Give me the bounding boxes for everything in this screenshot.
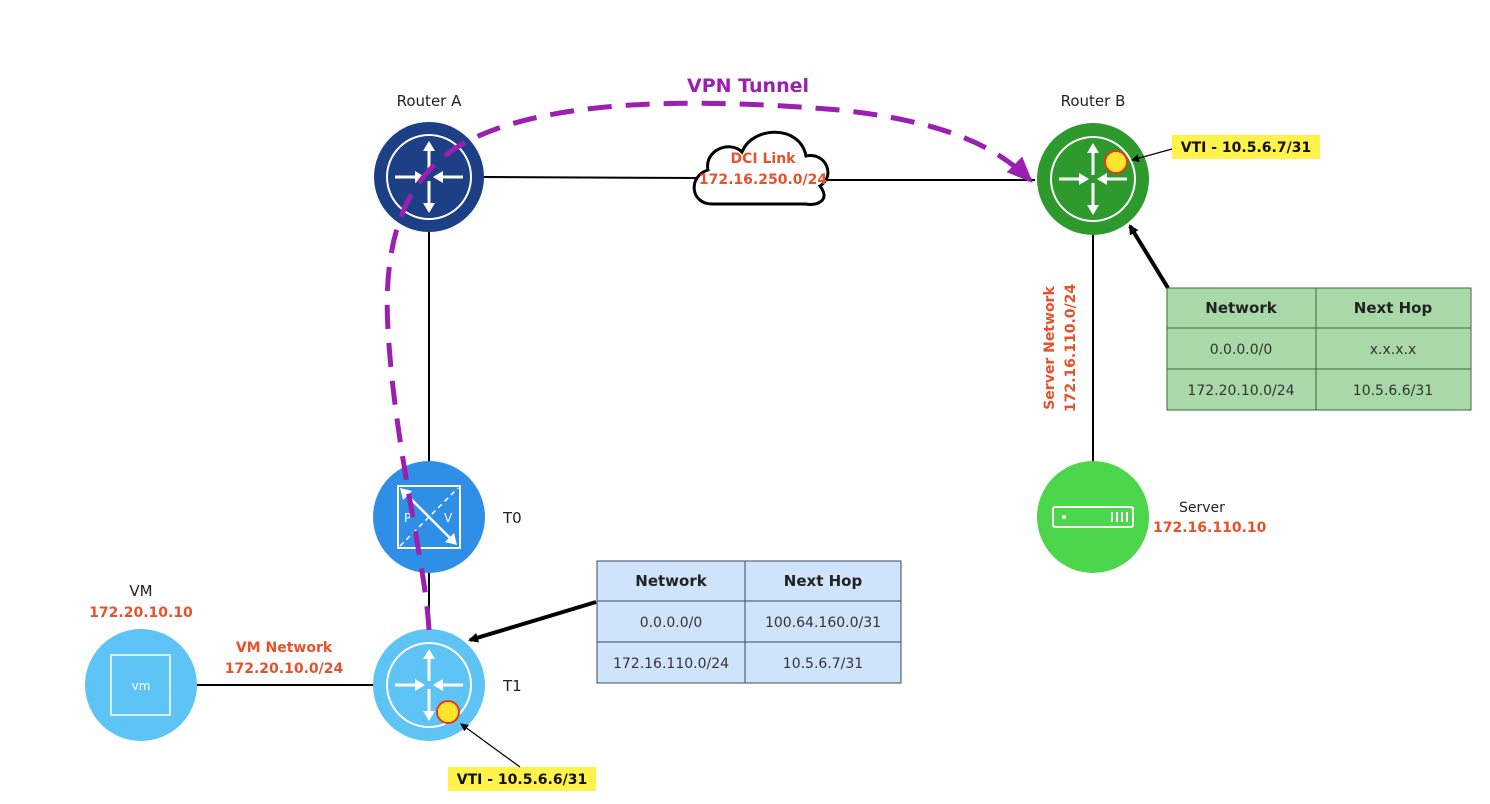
vti-label-t1: VTI - 10.5.6.6/31: [448, 767, 596, 791]
dci-link-name: DCI Link: [731, 151, 797, 167]
t0-gateway[interactable]: P V: [373, 461, 485, 573]
table-cell: 172.20.10.0/24: [1187, 383, 1294, 399]
t0-letter-left: P: [404, 511, 411, 525]
server-ip: 172.16.110.10: [1153, 520, 1267, 536]
server-network-name: Server Network: [1042, 286, 1058, 410]
table-cell: x.x.x.x: [1370, 342, 1417, 358]
router-a[interactable]: [374, 122, 484, 232]
t1-gateway[interactable]: [373, 629, 485, 741]
server-label: Server: [1179, 500, 1225, 516]
table-header: Network: [635, 572, 707, 590]
vpn-tunnel-path: [384, 100, 1033, 631]
server-node[interactable]: [1037, 461, 1149, 573]
route-table-t1: Network Next Hop 0.0.0.0/0 100.64.160.0/…: [596, 560, 902, 684]
route-table-router-b: Network Next Hop 0.0.0.0/0 x.x.x.x 172.2…: [1166, 287, 1472, 411]
server-icon: [1052, 506, 1134, 528]
vm-network-subnet: 172.20.10.0/24: [225, 661, 344, 677]
vti-endpoint-router-b: [1104, 150, 1128, 174]
vm-node[interactable]: vm: [85, 629, 197, 741]
router-b[interactable]: [1037, 123, 1149, 235]
server-network-subnet: 172.16.110.0/24: [1063, 284, 1079, 412]
t0-label: T0: [502, 509, 522, 527]
dci-link-subnet: 172.16.250.0/24: [699, 172, 827, 188]
vm-label: VM: [129, 582, 152, 600]
vm-ip: 172.20.10.10: [89, 605, 193, 621]
t1-label: T1: [502, 677, 522, 695]
vm-network-name: VM Network: [236, 640, 333, 656]
dci-cloud: [692, 130, 830, 206]
table-cell: 0.0.0.0/0: [640, 615, 703, 631]
router-a-label: Router A: [397, 92, 462, 110]
vti-label-router-b: VTI - 10.5.6.7/31: [1172, 135, 1320, 159]
vpn-tunnel-label: VPN Tunnel: [687, 75, 809, 97]
table-header: Next Hop: [784, 572, 863, 590]
table-cell: 0.0.0.0/0: [1210, 342, 1273, 358]
vm-icon: vm: [132, 679, 151, 693]
link-router-a-dci: [483, 176, 701, 179]
router-b-label: Router B: [1061, 92, 1126, 110]
vti-endpoint-t1: [436, 700, 460, 724]
table-header: Network: [1205, 299, 1277, 317]
table-header: Next Hop: [1354, 299, 1433, 317]
t0-letter-right: V: [444, 511, 453, 525]
table-cell: 10.5.6.7/31: [783, 656, 863, 672]
table-cell: 100.64.160.0/31: [765, 615, 881, 631]
table-cell: 172.16.110.0/24: [613, 656, 729, 672]
svg-text:VTI - 10.5.6.6/31: VTI - 10.5.6.6/31: [457, 772, 587, 788]
svg-text:VTI - 10.5.6.7/31: VTI - 10.5.6.7/31: [1181, 140, 1311, 156]
table-cell: 10.5.6.6/31: [1353, 383, 1433, 399]
